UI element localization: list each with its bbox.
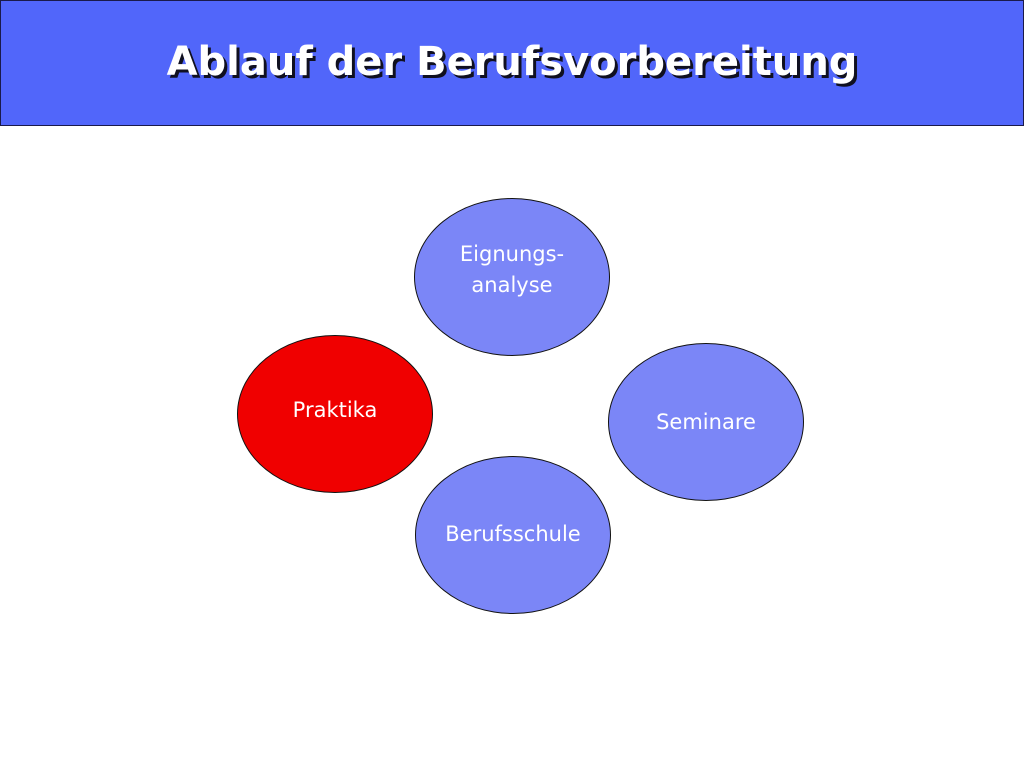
- node-label: Seminare: [656, 409, 756, 434]
- node-seminare: Seminare: [608, 343, 804, 501]
- node-praktika: Praktika: [237, 335, 433, 493]
- node-label: Praktika: [292, 397, 378, 422]
- node-eignungsanalyse: Eignungs- analyse: [414, 198, 610, 356]
- node-label: Berufsschule: [445, 521, 581, 546]
- page-title: Ablauf der Berufsvorbereitung: [166, 39, 858, 85]
- node-label: Eignungs- analyse: [459, 242, 565, 297]
- node-berufsschule: Berufsschule: [415, 456, 611, 614]
- title-bar: Ablauf der Berufsvorbereitung: [0, 0, 1024, 126]
